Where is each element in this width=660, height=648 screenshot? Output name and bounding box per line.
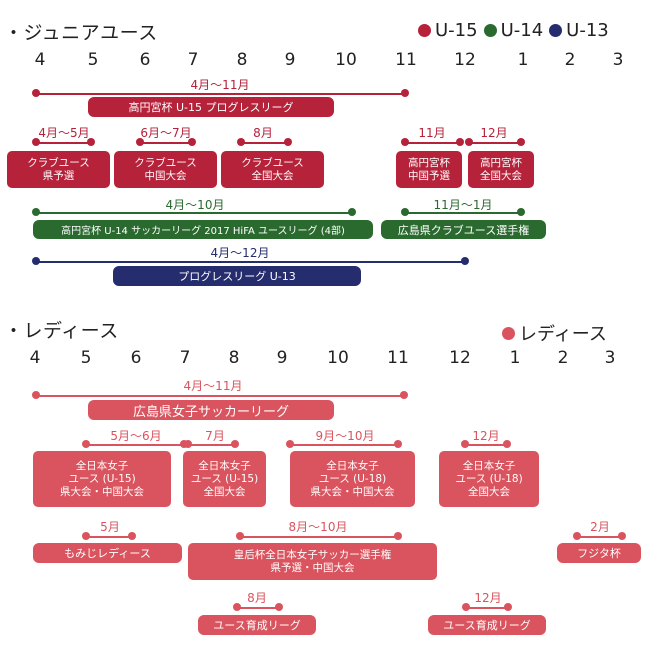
range-momiji xyxy=(82,531,136,543)
event-empress-cup: 皇后杯全日本女子サッカー選手権 県予選・中国大会 xyxy=(188,543,437,580)
month-label: 7 xyxy=(179,348,191,368)
range-u15-league xyxy=(32,88,409,100)
month-label: 6 xyxy=(139,50,151,70)
range-label: 5月〜6月 xyxy=(110,429,162,443)
range-label: 12月 xyxy=(474,591,502,605)
range-label: 8月 xyxy=(253,126,273,140)
legend-label: レディース xyxy=(519,324,607,345)
range-label: 12月 xyxy=(480,126,508,140)
month-label: 5 xyxy=(87,50,99,70)
event-club-championship: 広島県クラブユース選手権 xyxy=(381,220,546,239)
month-label: 9 xyxy=(276,348,288,368)
range-youth-league-dec xyxy=(462,602,512,614)
month-label: 9 xyxy=(284,50,296,70)
ladies-legend: レディース xyxy=(502,320,613,346)
event-fujita-cup: フジタ杯 xyxy=(557,543,641,563)
range-club-chugoku xyxy=(136,137,196,149)
range-label: 7月 xyxy=(205,429,225,443)
month-label: 7 xyxy=(187,50,199,70)
range-u15-pref xyxy=(82,439,188,451)
junior-legend: U-15 U-14 U-13 xyxy=(418,20,615,41)
ladies-section-title: ・レディース xyxy=(4,320,119,342)
event-u18-pref-chugoku: 全日本女子 ユース (U-18) 県大会・中国大会 xyxy=(290,451,415,507)
range-u18-pref xyxy=(286,439,402,451)
range-u15-national xyxy=(184,439,239,451)
month-label: 5 xyxy=(80,348,92,368)
event-club-youth-national: クラブユース 全国大会 xyxy=(221,151,324,188)
range-u18-national xyxy=(461,439,511,451)
range-fujita-cup xyxy=(573,531,626,543)
range-label: 12月 xyxy=(472,429,500,443)
range-label: 8月 xyxy=(247,591,267,605)
month-label: 2 xyxy=(564,50,576,70)
range-u13-league xyxy=(32,256,469,268)
month-label: 8 xyxy=(236,50,248,70)
event-youth-league-dec: ユース育成リーグ xyxy=(428,615,546,635)
range-takamado-national xyxy=(465,137,525,149)
legend-item-u15: U-15 xyxy=(418,20,478,41)
month-label: 1 xyxy=(509,348,521,368)
legend-label: U-13 xyxy=(566,20,609,41)
legend-label: U-14 xyxy=(500,20,544,41)
legend-item-ladies: レディース xyxy=(502,320,607,346)
range-label: 9月〜10月 xyxy=(315,429,375,443)
range-label: 4月〜11月 xyxy=(190,78,250,92)
range-club-pref xyxy=(32,137,95,149)
event-u15-progress-league: 高円宮杯 U-15 プログレスリーグ xyxy=(88,97,334,117)
event-hiroshima-women-league: 広島県女子サッカーリーグ xyxy=(88,400,334,420)
u13-dot-icon xyxy=(549,24,563,37)
event-u13-progress-league: プログレスリーグ U-13 xyxy=(113,266,361,286)
range-label: 5月 xyxy=(100,520,120,534)
range-u14-league xyxy=(32,207,356,219)
event-u18-national: 全日本女子 ユース (U-18) 全国大会 xyxy=(439,451,539,507)
event-u15-national: 全日本女子 ユース (U-15) 全国大会 xyxy=(183,451,266,507)
range-takamado-chugoku xyxy=(401,137,464,149)
month-label: 4 xyxy=(29,348,41,368)
month-label: 11 xyxy=(395,50,417,70)
month-label: 10 xyxy=(327,348,349,368)
range-youth-league-aug xyxy=(233,602,283,614)
month-label: 4 xyxy=(34,50,46,70)
month-label: 6 xyxy=(130,348,142,368)
u15-dot-icon xyxy=(418,24,431,37)
range-women-league xyxy=(32,390,408,402)
legend-label: U-15 xyxy=(435,20,478,41)
u14-dot-icon xyxy=(483,24,497,37)
month-label: 3 xyxy=(604,348,616,368)
range-label: 11月〜1月 xyxy=(433,198,493,212)
event-u14-league: 高円宮杯 U-14 サッカーリーグ 2017 HiFA ユースリーグ (4部) xyxy=(33,220,373,239)
month-label: 10 xyxy=(335,50,357,70)
range-label: 4月〜12月 xyxy=(210,246,270,260)
month-label: 12 xyxy=(449,348,471,368)
month-label: 1 xyxy=(517,50,529,70)
range-club-championship xyxy=(401,207,525,219)
range-label: 11月 xyxy=(418,126,446,140)
month-label: 3 xyxy=(612,50,624,70)
range-label: 4月〜5月 xyxy=(38,126,90,140)
range-label: 4月〜10月 xyxy=(165,198,225,212)
event-club-youth-pref: クラブユース 県予選 xyxy=(7,151,110,188)
range-label: 8月〜10月 xyxy=(288,520,348,534)
range-label: 4月〜11月 xyxy=(183,379,243,393)
month-label: 12 xyxy=(454,50,476,70)
month-label: 2 xyxy=(557,348,569,368)
range-label: 2月 xyxy=(590,520,610,534)
month-label: 8 xyxy=(228,348,240,368)
month-label: 11 xyxy=(387,348,409,368)
range-empress-cup xyxy=(236,531,402,543)
junior-section-title: ・ジュニアユース xyxy=(4,22,158,44)
legend-item-u13: U-13 xyxy=(549,20,609,41)
ladies-dot-icon xyxy=(502,326,515,340)
range-label: 6月〜7月 xyxy=(140,126,192,140)
event-club-youth-chugoku: クラブユース 中国大会 xyxy=(114,151,217,188)
event-takamado-national: 高円宮杯 全国大会 xyxy=(468,151,534,188)
event-u15-pref-chugoku: 全日本女子 ユース (U-15) 県大会・中国大会 xyxy=(33,451,171,507)
range-club-national xyxy=(237,137,292,149)
event-youth-league-aug: ユース育成リーグ xyxy=(198,615,316,635)
event-takamado-chugoku: 高円宮杯 中国予選 xyxy=(396,151,462,188)
legend-item-u14: U-14 xyxy=(483,20,544,41)
event-momiji-ladies: もみじレディース xyxy=(33,543,182,563)
